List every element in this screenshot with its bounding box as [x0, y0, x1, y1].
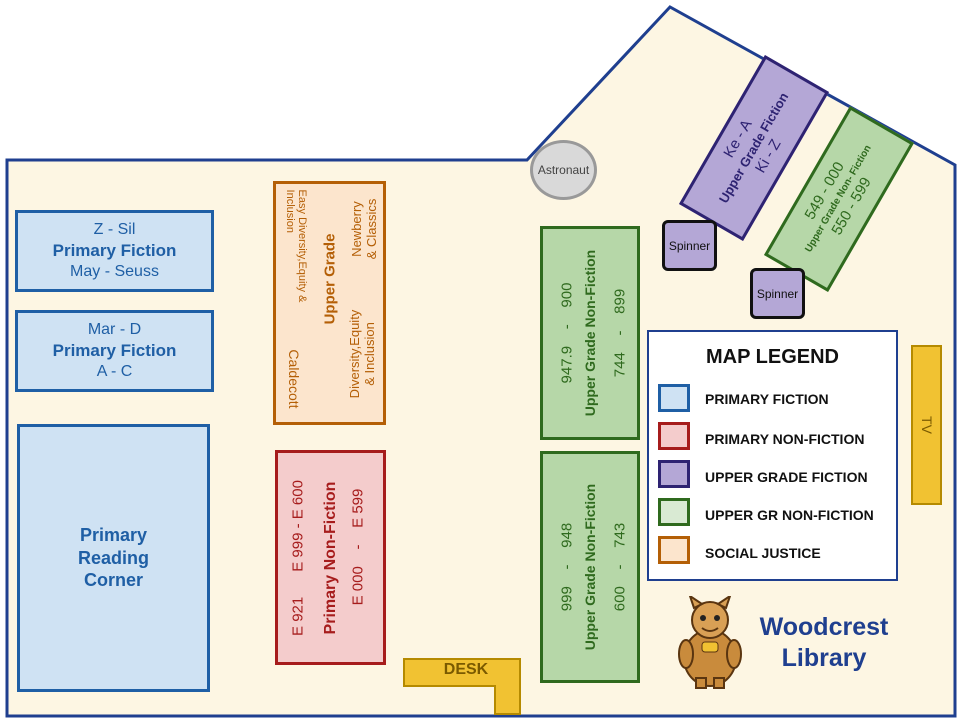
spinner-rack-2[interactable]: Spinner: [750, 268, 805, 319]
shelf-title: Primary Fiction: [52, 341, 177, 361]
shelf-range-2: May - Seuss: [70, 262, 159, 280]
primary-reading-corner[interactable]: Primary Reading Corner: [17, 424, 210, 692]
shelf-title: Primary Non-Fiction: [321, 481, 339, 634]
shelf-range-2: A - C: [96, 362, 133, 380]
spinner-rack-1[interactable]: Spinner: [662, 220, 717, 271]
social-justice-dei: Diversity,Equity & Inclusion: [347, 309, 377, 399]
tv[interactable]: TV: [911, 345, 942, 505]
shelf-range-1: 999 - 948: [558, 522, 576, 612]
map-legend: MAP LEGEND PRIMARY FICTION PRIMARY NON-F…: [647, 330, 898, 581]
astronaut-display[interactable]: Astronaut: [530, 140, 597, 200]
legend-label-upper-gr-non-fiction: UPPER GR NON-FICTION: [705, 507, 874, 523]
shelf-range-1: E 921 E 999 - E 600: [289, 479, 307, 636]
library-name: Woodcrest Library: [759, 613, 889, 673]
legend-swatch-upper-grade-fiction: [658, 460, 690, 488]
shelf-upper-grade-non-fiction-top[interactable]: 947.9 - 900 Upper Grade Non-Fiction 744 …: [540, 226, 640, 440]
legend-swatch-primary-non-fiction: [658, 422, 690, 450]
shelf-primary-non-fiction[interactable]: E 921 E 999 - E 600 Primary Non-Fiction …: [275, 450, 386, 665]
shelf-primary-fiction-top[interactable]: Z - Sil Primary Fiction May - Seuss: [15, 210, 214, 292]
shelf-social-justice[interactable]: Easy Diversity,Equity & Inclusion Caldec…: [273, 181, 386, 425]
shelf-primary-fiction-middle[interactable]: Mar - D Primary Fiction A - C: [15, 310, 214, 392]
shelf-range-1: Z - Sil: [93, 221, 136, 239]
desk-shape: [403, 658, 521, 715]
social-justice-easy-dei: Easy Diversity,Equity & Inclusion: [284, 189, 308, 303]
shelf-range-1: Mar - D: [87, 321, 142, 339]
desk-label[interactable]: DESK: [443, 661, 489, 678]
wildcat-mascot-icon: [678, 596, 742, 689]
shelf-range-2: 744 - 899: [611, 288, 629, 378]
social-justice-newberry: Newberry & Classics: [349, 198, 379, 260]
social-justice-title: Upper Grade: [321, 233, 338, 325]
tv-label: TV: [918, 416, 935, 434]
legend-swatch-primary-fiction: [658, 384, 690, 412]
shelf-title: Upper Grade Non-Fiction: [582, 483, 598, 651]
legend-swatch-upper-gr-non-fiction: [658, 498, 690, 526]
astronaut-label: Astronaut: [537, 163, 590, 177]
reading-corner-title: Primary Reading Corner: [77, 525, 149, 591]
spinner-label: Spinner: [668, 238, 711, 253]
legend-label-upper-grade-fiction: UPPER GRADE FICTION: [705, 469, 868, 485]
shelf-range-2: E 000 - E 599: [349, 488, 367, 606]
shelf-title: Upper Grade Non-Fiction: [582, 249, 598, 417]
social-justice-caldecott: Caldecott: [286, 349, 302, 409]
shelf-title: Primary Fiction: [52, 241, 177, 261]
shelf-text: Z - Sil Primary Fiction May - Seuss: [53, 220, 177, 281]
shelf-range-1: 947.9 - 900: [558, 282, 576, 384]
legend-label-primary-fiction: PRIMARY FICTION: [705, 391, 829, 407]
spinner-label: Spinner: [756, 286, 799, 301]
legend-label-primary-non-fiction: PRIMARY NON-FICTION: [705, 431, 865, 447]
shelf-upper-grade-non-fiction-bottom[interactable]: 999 - 948 Upper Grade Non-Fiction 600 - …: [540, 451, 640, 683]
legend-title: MAP LEGEND: [706, 346, 839, 368]
legend-label-social-justice: SOCIAL JUSTICE: [705, 545, 821, 561]
legend-swatch-social-justice: [658, 536, 690, 564]
shelf-range-2: 600 - 743: [611, 522, 629, 612]
shelf-text: Mar - D Primary Fiction A - C: [53, 320, 177, 381]
